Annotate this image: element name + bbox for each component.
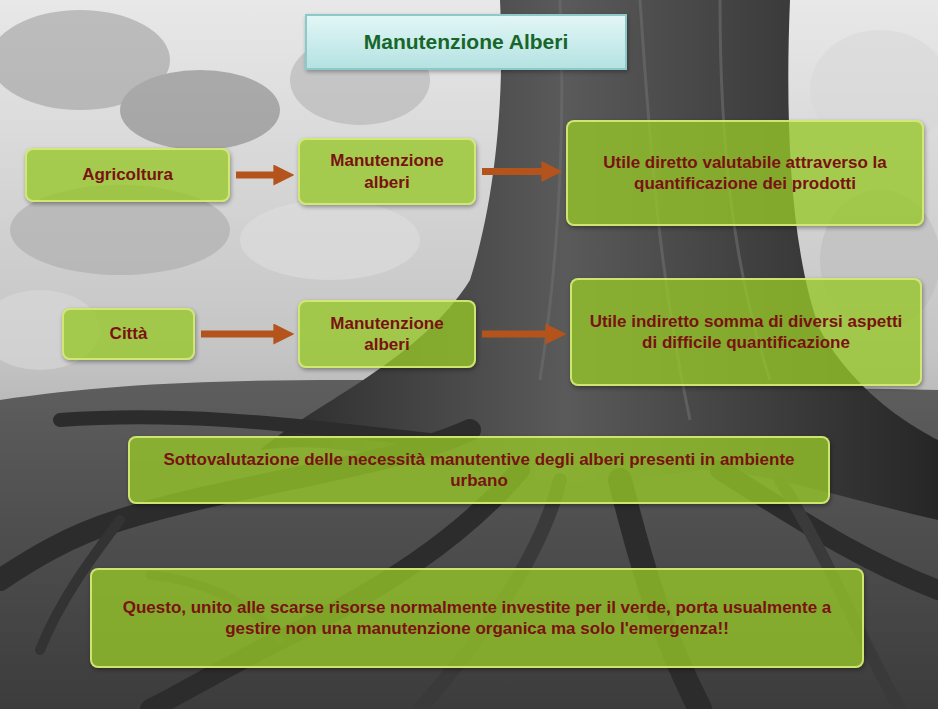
text-box: Utile indiretto somma di diversi aspetti… — [570, 278, 922, 386]
text-box: Sottovalutazione delle necessità manuten… — [128, 436, 830, 504]
box-text: Agricoltura — [82, 164, 173, 185]
text-box: Questo, unito alle scarse risorse normal… — [90, 568, 864, 668]
text-box: Manutenzione alberi — [298, 300, 476, 368]
box-text: Utile indiretto somma di diversi aspetti… — [584, 311, 908, 354]
tree-roots — [0, 417, 938, 709]
title-text: Manutenzione Alberi — [364, 30, 569, 54]
foliage — [0, 10, 938, 370]
flow-arrow — [201, 331, 286, 338]
text-box: Agricoltura — [25, 148, 230, 202]
box-text: Utile diretto valutabile attraverso la q… — [580, 152, 910, 195]
title-box: Manutenzione Alberi — [305, 14, 627, 70]
text-box: Manutenzione alberi — [298, 138, 476, 205]
text-box: Utile diretto valutabile attraverso la q… — [566, 120, 924, 226]
box-text: Sottovalutazione delle necessità manuten… — [142, 449, 816, 492]
flow-arrow — [236, 172, 286, 179]
flow-arrow — [482, 331, 558, 338]
text-box: Città — [62, 308, 195, 360]
box-text: Manutenzione alberi — [312, 313, 462, 356]
flow-arrow — [482, 168, 554, 175]
box-text: Questo, unito alle scarse risorse normal… — [104, 597, 850, 640]
box-text: Città — [110, 323, 148, 344]
box-text: Manutenzione alberi — [312, 150, 462, 193]
